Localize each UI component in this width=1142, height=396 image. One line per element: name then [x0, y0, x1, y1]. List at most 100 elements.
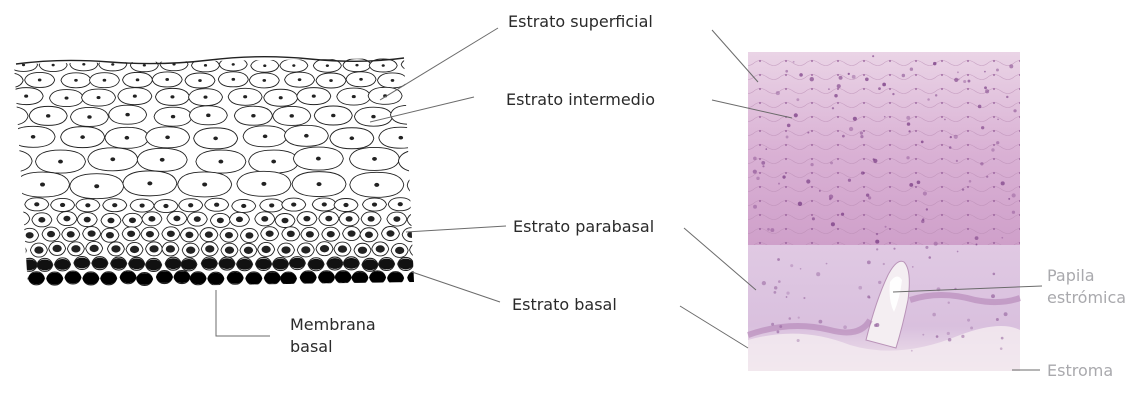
micrograph-nucleus: [841, 213, 844, 216]
cell-nucleus: [146, 260, 161, 271]
cell-nucleus: [271, 160, 276, 164]
cell-nucleus: [395, 247, 404, 254]
cell-nucleus: [214, 203, 219, 207]
cell-nucleus: [241, 204, 246, 208]
cell-nucleus: [53, 245, 62, 252]
cell-nucleus: [111, 245, 120, 252]
cell-nucleus: [74, 79, 78, 82]
cell-nucleus: [31, 135, 36, 139]
micrograph-nucleus: [798, 317, 800, 319]
cell-nucleus: [167, 231, 175, 237]
cell-nucleus: [362, 259, 377, 270]
cell-nucleus: [208, 273, 224, 285]
micrograph-nucleus: [799, 73, 803, 77]
leader-membrana-basal: [216, 290, 270, 336]
micrograph-nucleus: [860, 132, 863, 135]
cell-nucleus: [348, 230, 356, 236]
cell-nucleus: [188, 203, 193, 207]
cell-nucleus: [264, 272, 280, 284]
cell-nucleus: [399, 136, 404, 140]
micrograph-nucleus: [970, 327, 973, 330]
cell: [0, 73, 23, 88]
micrograph-nucleus: [928, 256, 931, 259]
micrograph-nucleus: [762, 165, 764, 167]
micrograph-nucleus: [865, 77, 869, 81]
cell-nucleus: [218, 160, 223, 164]
cell-nucleus: [371, 115, 375, 119]
micrograph-nucleus: [922, 218, 924, 220]
micrograph-nucleus: [800, 268, 802, 270]
cell-nucleus: [309, 259, 324, 270]
cell-nucleus: [322, 202, 327, 206]
cell-nucleus: [236, 217, 243, 223]
cell: [417, 257, 433, 270]
cell-nucleus: [111, 63, 114, 66]
cell-nucleus: [269, 203, 274, 207]
micrograph-nucleus: [776, 91, 780, 95]
cell-nucleus: [327, 258, 342, 269]
cell-nucleus: [358, 247, 367, 254]
micrograph-nucleus: [777, 258, 780, 261]
cell-nucleus: [391, 79, 395, 82]
micrograph-nucleus: [997, 119, 999, 121]
micrograph-nucleus: [993, 273, 996, 276]
micrograph-nucleus: [828, 88, 830, 90]
micrograph-nucleus: [765, 148, 767, 150]
cell-nucleus: [317, 182, 322, 186]
cell-nucleus: [414, 217, 421, 223]
cell-nucleus: [398, 259, 413, 270]
micrograph-nucleus: [875, 240, 879, 244]
cell-nucleus: [146, 231, 154, 237]
cell-nucleus: [94, 184, 99, 188]
cell-nucleus: [204, 64, 207, 67]
micrograph-nucleus: [885, 226, 887, 228]
micrograph-nucleus: [793, 61, 795, 63]
micrograph-nucleus: [774, 291, 777, 294]
cell-nucleus: [344, 258, 359, 269]
cell-nucleus: [263, 64, 266, 67]
micrograph-nucleus: [878, 87, 881, 90]
cell-nucleus: [202, 258, 217, 269]
micrograph-nucleus: [831, 222, 835, 226]
cell-nucleus: [262, 246, 271, 253]
cell-nucleus: [16, 216, 23, 222]
cell: [0, 127, 8, 148]
micrograph-nucleus: [949, 146, 952, 149]
label-estrato-intermedio: Estrato intermedio: [506, 90, 655, 110]
micrograph-nucleus: [1001, 237, 1003, 239]
cell-nucleus: [290, 258, 305, 269]
cell-nucleus: [386, 230, 394, 236]
micrograph-nucleus: [878, 281, 881, 284]
cell-nucleus: [432, 183, 437, 187]
micrograph-nucleus: [1001, 181, 1005, 185]
micrograph-nucleus: [948, 338, 952, 342]
micrograph-nucleus: [976, 243, 978, 245]
cell-nucleus: [136, 273, 152, 285]
cell-nucleus: [87, 115, 91, 119]
cell-nucleus: [3, 258, 18, 269]
cell-nucleus: [320, 245, 329, 252]
micrograph-nucleus: [910, 68, 913, 71]
micrograph-nucleus: [788, 317, 791, 320]
cell-nucleus: [37, 259, 52, 270]
label-estrato-basal: Estrato basal: [512, 295, 617, 315]
cell-nucleus: [0, 245, 4, 252]
cell-nucleus: [38, 79, 42, 82]
cell-nucleus: [273, 259, 288, 270]
cell-nucleus: [5, 159, 10, 163]
cell-nucleus: [376, 245, 385, 252]
micrograph-nucleus: [867, 261, 871, 265]
micrograph-nucleus: [947, 332, 950, 335]
cell-nucleus: [372, 202, 377, 206]
micrograph-nucleus: [810, 77, 814, 81]
cell-nucleus: [120, 271, 136, 283]
cell-nucleus: [171, 115, 175, 119]
cell-nucleus: [225, 232, 233, 238]
micrograph-nucleus: [777, 330, 780, 333]
cell-nucleus: [244, 247, 253, 254]
cell-nucleus: [0, 271, 9, 283]
micrograph-nucleus: [950, 136, 952, 138]
micrograph-nucleus: [848, 179, 851, 182]
micrograph-nucleus: [866, 193, 869, 196]
cell-nucleus: [331, 114, 335, 118]
